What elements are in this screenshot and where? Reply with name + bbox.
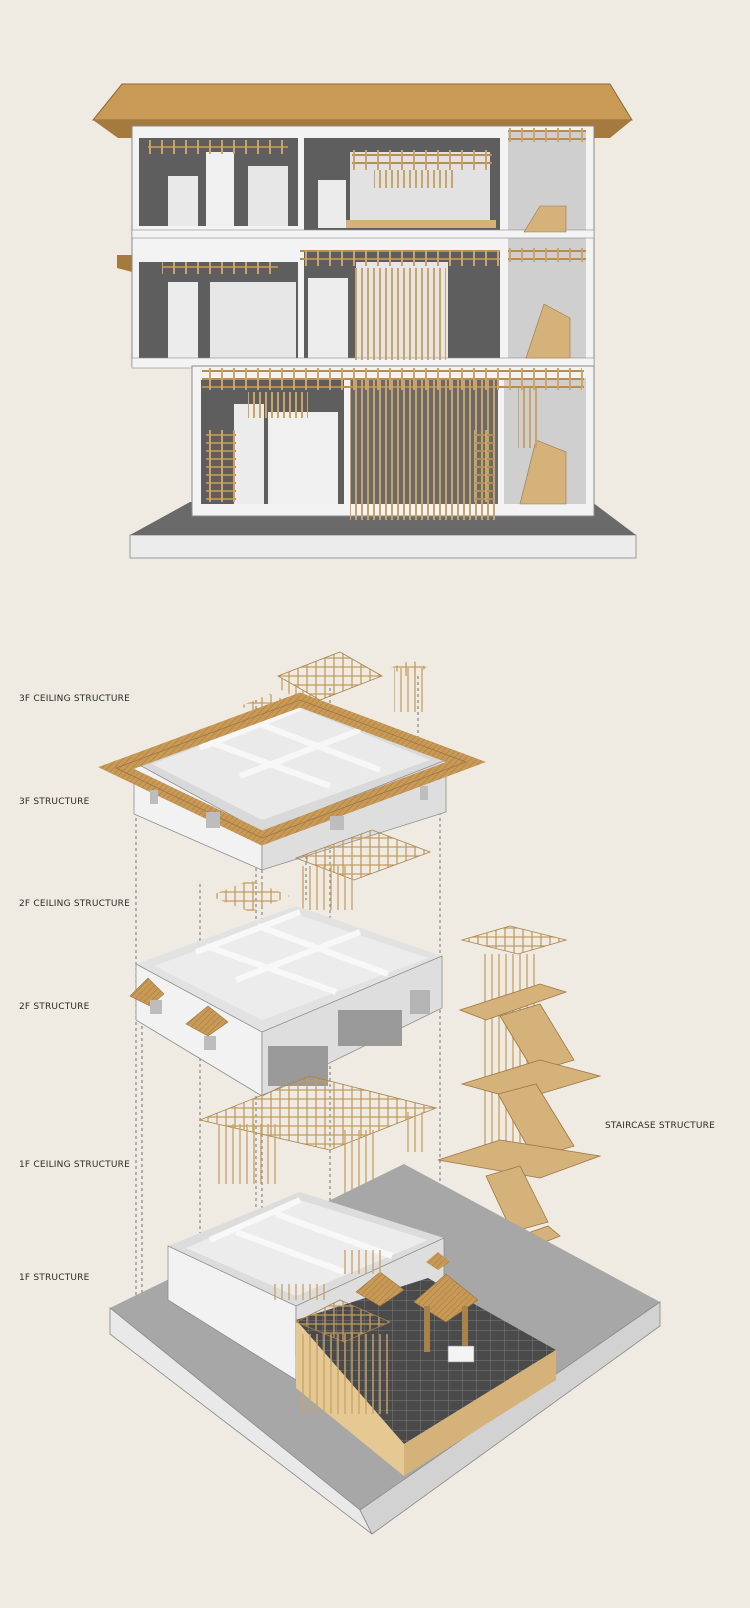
section-perspective	[91, 83, 637, 559]
bamboo-ceiling-3f-b	[352, 150, 492, 170]
bamboo-screen-1f	[350, 380, 498, 520]
label-2f-structure: 2F STRUCTURE	[19, 1002, 90, 1012]
staircase-structure	[437, 925, 602, 1253]
label-3f-ceiling-structure: 3F CEILING STRUCTURE	[19, 694, 130, 704]
floor-3f	[98, 692, 487, 871]
ceiling-2f	[210, 829, 432, 912]
floor-2f	[129, 906, 443, 1097]
section-staircase	[504, 128, 586, 505]
bamboo-ceiling-3f-a	[148, 140, 288, 154]
eave-left	[117, 255, 132, 272]
label-1f-ceiling-structure: 1F CEILING STRUCTURE	[19, 1160, 130, 1170]
bamboo-ceiling-2f-a	[162, 262, 278, 274]
bamboo-ceiling-2f-b	[300, 250, 500, 266]
label-staircase-structure: STAIRCASE STRUCTURE	[605, 1121, 715, 1131]
floor-1f	[109, 1164, 661, 1535]
bamboo-screen-2f	[352, 268, 446, 360]
label-2f-ceiling-structure: 2F CEILING STRUCTURE	[19, 899, 130, 909]
label-1f-structure: 1F STRUCTURE	[19, 1273, 90, 1283]
label-3f-structure: 3F STRUCTURE	[19, 797, 90, 807]
